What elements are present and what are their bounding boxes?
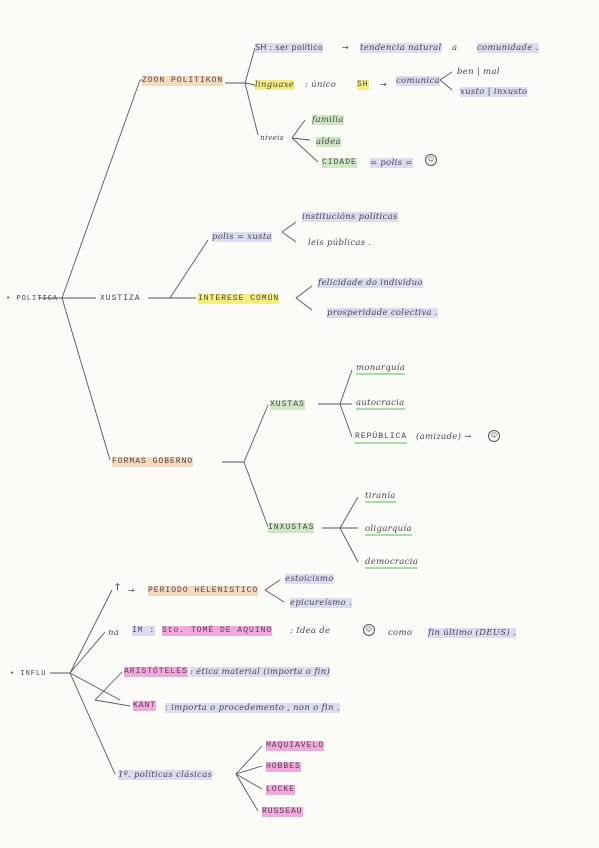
epicureismo: epicureísmo . [290, 598, 353, 608]
dagger-icon: † [115, 582, 121, 593]
estoicismo: estoicismo [285, 574, 334, 584]
sh-label: SH [357, 80, 369, 90]
root-politica: • POLITICA [6, 295, 59, 303]
xustiza-label: XUSTIZA [100, 294, 141, 303]
smiley-face: ☺ [363, 624, 375, 636]
formas-goberno-label: FORMAS GOBERNO [112, 457, 194, 467]
smiley-icon: ☺ [363, 624, 375, 636]
aldea: aldea [316, 137, 341, 147]
ben-mal: ben | mal [457, 67, 500, 77]
leis-publicas: leis públicas . [308, 238, 372, 248]
linguaxe: linguaxe [255, 80, 295, 90]
republica: REPÚBLICA [355, 432, 408, 444]
smiley-icon: ☺ [425, 154, 437, 166]
locke: LOCKE [266, 785, 296, 795]
democracia: democracia [365, 557, 419, 569]
periodo-helenistico: PERIODO HELENISTICO [148, 586, 259, 596]
sto-tome-de-aquino: Sto. TOMÉ DE AQUINO [162, 626, 273, 636]
comunidade: comunidade . [477, 43, 539, 53]
tendencia-natural: tendencia natural [360, 43, 442, 53]
kant: KANT [133, 701, 157, 711]
smiley-face: ☺ [425, 154, 437, 166]
felicidade: felicidade do individuo [318, 278, 423, 288]
im-label: IM : [132, 626, 156, 636]
root-influ: • INFLU [10, 670, 47, 678]
prosperidade: prosperidade colectiva . [327, 308, 438, 318]
cidade: CIDADE [322, 158, 357, 168]
fin-ultimo: fin último (DEUS) . [428, 628, 516, 638]
polis-xusta: polis = xusta [212, 232, 272, 242]
arrow-icon: → [128, 586, 136, 595]
unico-text: : único [305, 80, 337, 90]
inxustas-label: INXUSTAS [268, 523, 315, 533]
zoon-politikon-label: ZOON POLITIKON [142, 76, 224, 86]
rousseau: RUSSEAU [262, 807, 303, 817]
interese-comun: INTERESE COMÚN [198, 294, 280, 304]
smiley-face: ☺ [488, 430, 500, 442]
como-text: como [388, 628, 413, 638]
xusto-inxusto: xusto | inxusto [460, 87, 528, 97]
monarquia: monarquía [356, 363, 406, 375]
politicas-clasicas: 1º. políticas clásicas [118, 770, 213, 780]
tirania: tiranía [365, 491, 396, 503]
etica-material: : ética material (importa o fin) [190, 667, 331, 677]
smiley-icon: ☺ [488, 430, 500, 442]
arrow-icon: → [342, 43, 350, 52]
sh-ser-politico: SH : ser político [255, 43, 323, 53]
hobbes: HOBBES [266, 762, 301, 772]
institucions-politicas: institucións políticas [302, 212, 398, 222]
a-text: a [452, 43, 458, 53]
arrow-icon: → [380, 80, 388, 89]
xustas-label: XUSTAS [270, 400, 305, 410]
oligarquia: oligarquía [365, 524, 412, 536]
polis-equals: = polis = [370, 158, 413, 168]
aristoteles: ARISTÓTELES [124, 667, 188, 677]
maquiavelo: MAQUIAVELO [266, 741, 325, 751]
autocracia: autocracia [356, 398, 405, 410]
amizade: (amizade) → [416, 432, 472, 442]
familia: familia [312, 115, 344, 125]
niveis: niveis [260, 133, 284, 142]
idea-de: : Idea de [290, 626, 331, 636]
na-text: na [108, 628, 120, 638]
comunica: comunica [396, 76, 440, 86]
kant-importa: : importa o procedemento , non o fin . [165, 703, 340, 713]
